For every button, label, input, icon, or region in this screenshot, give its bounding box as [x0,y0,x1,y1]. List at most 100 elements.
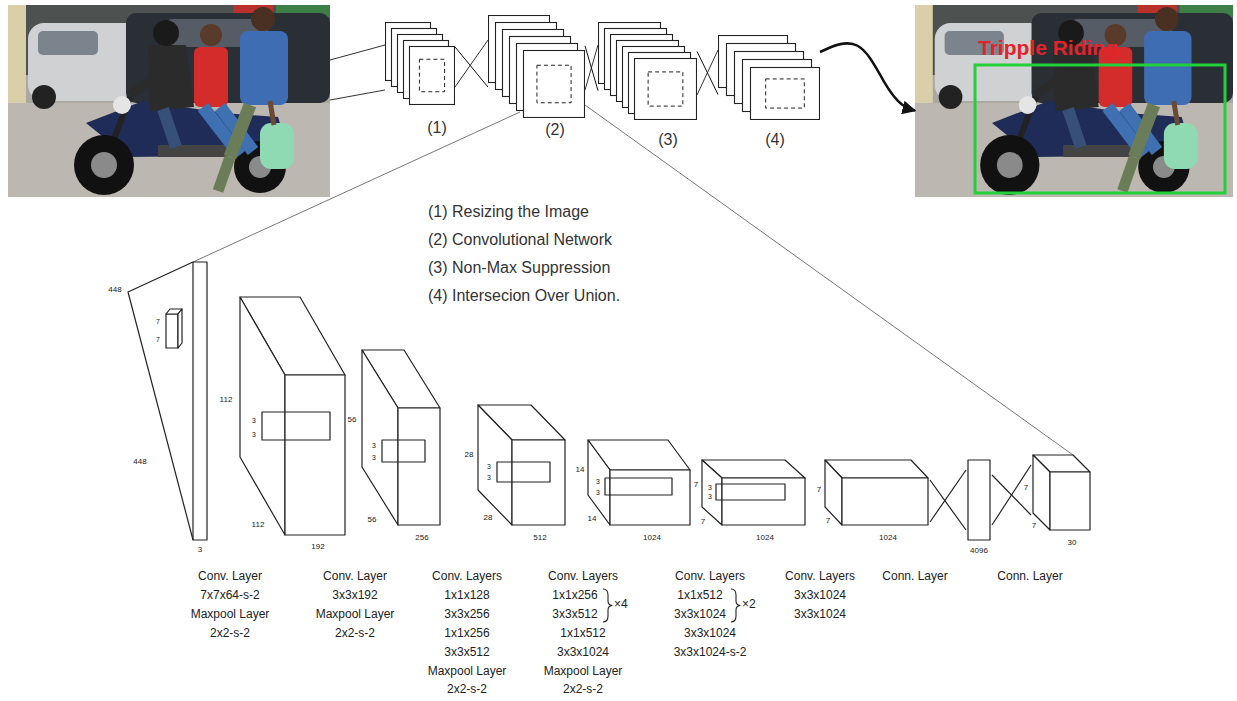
zoom-line [585,105,1073,455]
layer-caption: 1x1x512 [560,627,605,641]
layer-caption: 1x1x256 [444,627,489,641]
stack-frames [718,35,820,120]
layer-caption: 2x2-s-2 [335,627,375,641]
step-description: (3) Non-Max Suppression [428,259,610,277]
feature-cuboid [716,484,785,500]
network-architecture [128,262,1090,622]
dimension-label: 512 [533,533,546,542]
feature-cuboid [588,440,610,525]
projection-line [455,47,488,87]
full-connection [930,480,966,530]
feature-map-frame [743,60,812,112]
input-slab [128,262,207,540]
dimension-label: 3 [198,545,202,554]
projection-line [585,45,598,90]
feature-cuboid [497,462,550,482]
full-connection [992,465,1031,525]
output-cuboid [1033,455,1050,530]
step-number: (1) [427,119,447,137]
layer-caption: Conv. Layers [785,570,855,584]
window-outline [537,65,571,103]
feature-map-frame [735,52,804,104]
layer-caption: Conv. Layers [432,570,502,584]
dimension-label: 7 [817,485,821,494]
feature-map-frame [517,44,578,111]
dimension-label: 1024 [643,533,661,542]
dimension-label: 7 [826,516,830,525]
kernel-size: 3 [372,454,376,462]
projection-line [330,45,385,60]
projection-line [697,51,718,94]
layer-caption: 3x3x1024 [557,646,609,660]
window-outline [766,79,805,108]
feature-cuboid [842,478,928,525]
layer-caption: 1x1x128 [444,589,489,603]
feature-cuboid [702,460,805,525]
feature-cuboid [362,350,398,525]
feature-cuboid [825,460,928,478]
step-description: (1) Resizing the Image [428,203,589,221]
dimension-label: 192 [311,542,324,551]
feature-map-frame [635,59,697,120]
feature-cuboid [262,412,330,440]
dimension-label: 56 [368,515,377,524]
layer-caption: 3x3x1024-s-2 [674,646,747,660]
repeat-bracket [603,589,740,622]
feature-map-frame [398,35,443,93]
feature-map-frame [727,44,796,96]
dimension-label: 256 [415,533,428,542]
feature-map-frame [496,23,557,90]
projection-line [330,90,385,100]
feature-map-frame [629,53,691,114]
input-slab [166,314,178,348]
feature-cuboid [825,460,842,525]
repeat-bracket [731,589,740,622]
feature-map-frame [524,51,585,118]
dimension-label: 28 [465,450,474,459]
layer-caption: 3x3x512 [444,646,489,660]
dimension-label: 112 [252,520,265,529]
layer-caption: 1x1x256 [552,589,597,603]
feature-cuboid [398,408,440,525]
kernel-size: 3 [708,493,712,501]
full-connection [992,465,1031,525]
class-label: Tripple Riding [978,36,1118,60]
input-slab [128,262,207,540]
kernel-size: 3 [487,474,491,482]
dimension-label: 7 [694,480,698,489]
feature-cuboid [240,297,345,535]
step-number: (3) [658,131,678,149]
zoom-line [193,112,520,262]
feature-cuboid [285,375,345,535]
dimension-label: 4096 [970,546,988,555]
layer-caption: 3x3x256 [444,608,489,622]
input-slab [178,309,182,348]
layer-caption: 7x7x64-s-2 [200,589,259,603]
dimension-label: 7 [1024,483,1028,492]
window-outline [419,59,444,91]
layer-caption: Maxpool Layer [428,665,507,679]
output-photo [915,5,1233,197]
repeat-count: ×2 [742,598,756,612]
feature-map-frame [617,41,679,102]
repeat-bracket [603,589,612,622]
layer-caption: 2x2-s-2 [447,683,487,697]
kernel-size: 3 [252,431,256,439]
feature-map-frame [392,29,437,87]
input-photo [8,5,330,197]
feature-map-frame [605,29,667,90]
projection-line [330,40,718,100]
output-arrow [820,43,915,110]
layer-stack: (4) [718,35,820,120]
feature-cuboid [478,405,565,525]
layer-caption: 2x2-s-2 [210,627,250,641]
feature-map-frame [404,41,449,99]
dimension-label: 7 [1032,521,1036,530]
dimension-label: 1024 [756,533,774,542]
kernel-size: 3 [372,442,376,450]
layer-caption: Conv. Layers [675,570,745,584]
dimension-label: 14 [576,465,585,474]
dimension-label: 112 [220,395,233,404]
